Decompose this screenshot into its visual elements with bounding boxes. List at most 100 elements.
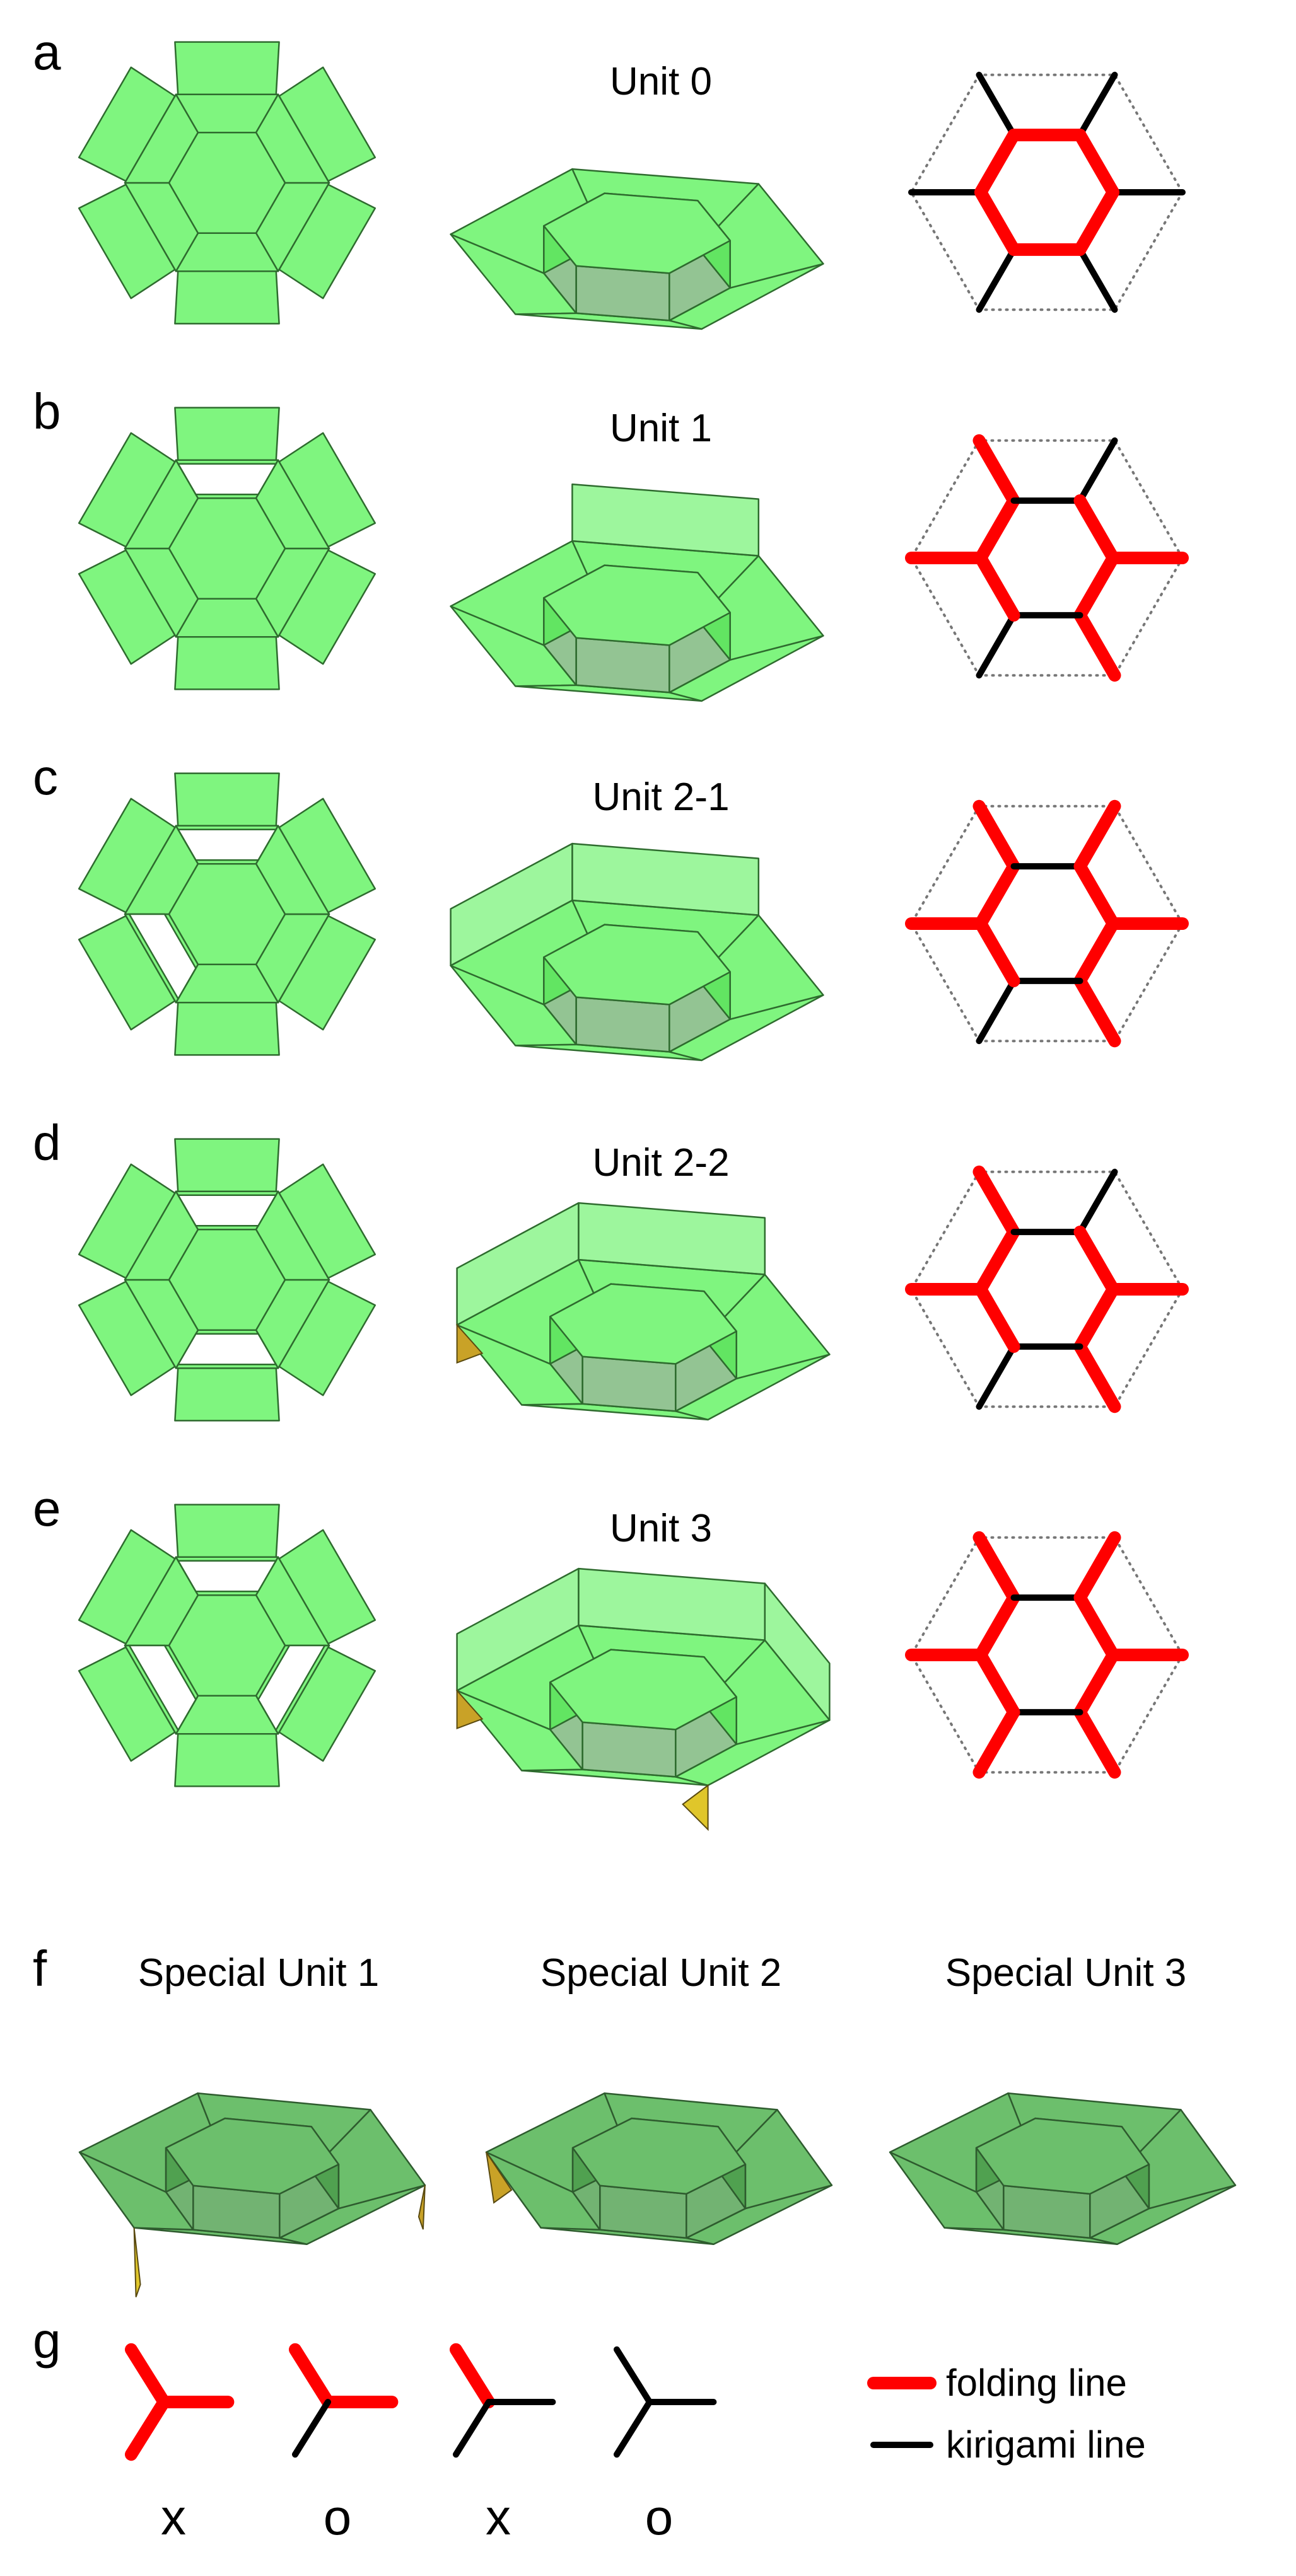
spoke-line (1073, 799, 1121, 873)
special-backside (486, 2152, 513, 2204)
hex-edge-line (974, 860, 1020, 930)
spoke-line (1073, 608, 1121, 682)
fold-top-hexagon (543, 924, 731, 1006)
fold-wall (575, 265, 670, 322)
flat-wing (174, 1367, 280, 1422)
flat-hole (177, 463, 277, 496)
vertex-mark-2: o (324, 2489, 352, 2545)
flat-wing (174, 1002, 280, 1056)
special-unit-1 (78, 2092, 426, 2297)
legend-kirigami-label: kirigami line (946, 2423, 1146, 2466)
spoke-line (976, 246, 1017, 313)
special-backside (417, 2185, 426, 2230)
vertex-leg (292, 2399, 331, 2458)
spoke-line (976, 71, 1017, 139)
spoke-line (972, 434, 1020, 508)
special-title-1: Special Unit 1 (138, 1951, 380, 1995)
hex-edge-line (1073, 1649, 1119, 1719)
spoke-line (1073, 1531, 1121, 1604)
spoke-line (1077, 1168, 1118, 1236)
line-diagram-c (905, 799, 1189, 1048)
unit-title-a: Unit 0 (610, 60, 712, 103)
fold-top-hexagon (549, 1649, 737, 1731)
flat-center-hexagon (168, 863, 286, 965)
flat-wing (174, 41, 280, 95)
hex-edge-line (1073, 129, 1119, 199)
vertex-types (125, 2343, 717, 2461)
flat-hole (177, 1560, 277, 1593)
flat-wing (174, 1733, 280, 1787)
hex-edge-line (1073, 494, 1119, 564)
special-top-hexagon (165, 2117, 340, 2195)
folded-unit-b (450, 483, 824, 702)
hex-edge-line (974, 1283, 1020, 1353)
hex-edge-line (974, 552, 1020, 622)
fold-top-hexagon (543, 192, 731, 274)
panel-letter-e: e (33, 1480, 61, 1536)
fold-wall (581, 1721, 677, 1778)
vertex-mark-4: o (645, 2489, 674, 2545)
hex-edge-line (1073, 1226, 1119, 1296)
vertex-leg (614, 2346, 653, 2405)
hex-edge-line (974, 186, 1020, 256)
flat-hole (127, 913, 197, 1001)
fold-wall (575, 996, 670, 1053)
hex-edge-line (974, 1591, 1020, 1661)
fold-flap (764, 1582, 831, 1721)
panel-letter-b: b (33, 383, 61, 439)
vertex-leg (450, 2343, 495, 2408)
line-diagram-a (908, 71, 1186, 313)
flat-center-hexagon (168, 1229, 286, 1331)
hex-edge-line (974, 917, 1020, 987)
spoke-line (1077, 437, 1118, 504)
special-top-hexagon (571, 2117, 747, 2195)
spoke-line (972, 1705, 1020, 1779)
fold-flap (571, 483, 760, 557)
flat-hole (127, 1644, 197, 1732)
panel-letter-d: d (33, 1115, 61, 1171)
flat-center-hexagon (168, 132, 286, 234)
hex-edge-line (974, 129, 1020, 199)
fold-top-hexagon (543, 564, 731, 646)
hex-edge-line (1073, 860, 1119, 930)
vertex-leg (125, 2396, 170, 2461)
legend-folding-label: folding line (946, 2362, 1127, 2404)
unit-title-e: Unit 3 (610, 1507, 712, 1550)
vertex-mark-3: x (486, 2489, 511, 2545)
panel-letter-c: c (33, 749, 58, 805)
flat-hole (177, 1333, 277, 1366)
hex-edge-line (974, 494, 1020, 564)
special-unit-2 (485, 2092, 833, 2246)
hex-edge-line (974, 1649, 1020, 1719)
line-diagram-b (905, 434, 1189, 682)
panel-letter-f: f (33, 1941, 47, 1997)
spoke-line (1077, 246, 1118, 313)
flat-center-hexagon (168, 497, 286, 600)
fold-wall (575, 637, 670, 693)
special-wall (192, 2184, 281, 2239)
spoke-line (972, 1165, 1020, 1239)
special-wall (1003, 2184, 1091, 2239)
special-top-hexagon (975, 2117, 1150, 2195)
spoke-line (1073, 1705, 1121, 1779)
spoke-line (1073, 974, 1121, 1048)
flat-hole (177, 1194, 277, 1227)
fold-backside (456, 1323, 484, 1364)
folded-unit-c (450, 842, 824, 1062)
flat-wing (174, 1138, 280, 1192)
panel-letter-a: a (33, 24, 61, 80)
flat-wing (174, 636, 280, 690)
spoke-line (1077, 71, 1118, 139)
spoke-line (972, 1531, 1020, 1604)
fold-wall (581, 1355, 677, 1412)
unit-title-c: Unit 2-1 (592, 775, 729, 819)
folded-unit-a (450, 168, 824, 330)
vertex-leg (614, 2399, 653, 2458)
hex-edge-line (974, 1226, 1020, 1296)
vertex-leg (289, 2343, 334, 2408)
line-diagram-e (905, 1531, 1189, 1779)
spoke-line (976, 977, 1017, 1045)
unit-title-b: Unit 1 (610, 407, 712, 450)
spoke-line (1073, 1340, 1121, 1413)
line-diagram-d (905, 1165, 1189, 1413)
